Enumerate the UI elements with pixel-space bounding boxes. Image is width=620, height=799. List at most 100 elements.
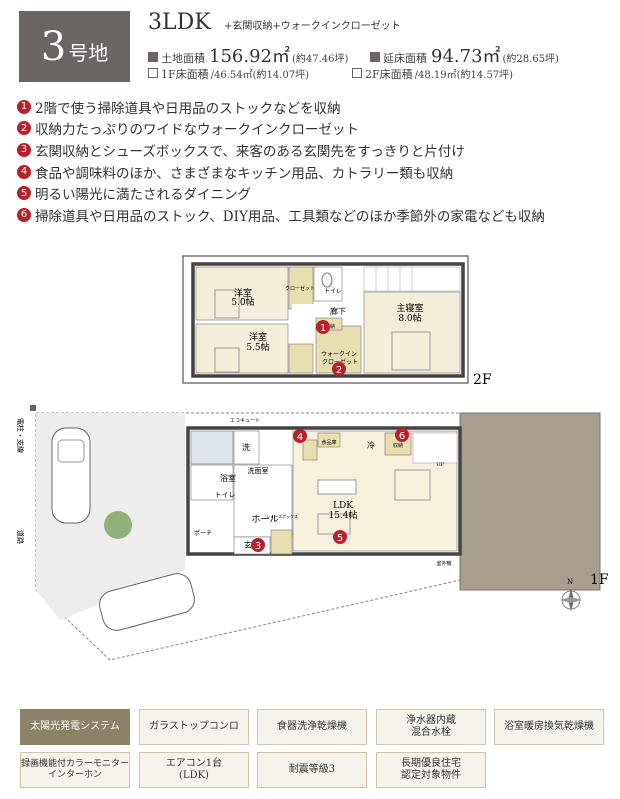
filled-square-icon bbox=[148, 52, 158, 62]
pole-icon bbox=[30, 405, 36, 411]
room-master-size: 8.0帖 bbox=[398, 312, 421, 324]
marker-5-icon bbox=[333, 530, 347, 544]
equipment-label: 耐震等級3 bbox=[288, 763, 336, 775]
equipment-label: 長期優良住宅 認定対象物件 bbox=[401, 757, 461, 782]
equipment-badge: 食器洗浄乾燥機 bbox=[257, 709, 367, 745]
marker-1-number: 1 bbox=[320, 323, 326, 334]
equipment-label: 録画機能付カラーモニター インターホン bbox=[21, 758, 130, 780]
layout-type: 3LDK bbox=[148, 10, 211, 35]
feature-item: 4 食品や調味料のほか、さまざまなキッチン用品、カトラリー類も収納 bbox=[17, 161, 607, 183]
ldk-size: 15.4帖 bbox=[328, 509, 357, 521]
wash-room-label: 洗面室 bbox=[248, 466, 269, 475]
pole-label: 電柱・支線 bbox=[16, 418, 25, 453]
equipment-badge: 浴室暖房換気乾燥機 bbox=[494, 709, 604, 745]
marker-2-icon bbox=[332, 362, 346, 376]
feature-item: 1 2階で使う掃除道具や日用品のストックなどを収納 bbox=[17, 96, 607, 118]
marker-6-icon bbox=[395, 428, 409, 442]
floor2-label: 2F床面積 bbox=[365, 68, 413, 81]
feature-item: 2 収納力たっぷりのワイドなウォークインクローゼット bbox=[17, 118, 607, 140]
lot-suffix: 号地 bbox=[68, 41, 109, 65]
floor-plan: 洋室 5.0帖 洋室 5.5帖 主寝室 8.0帖 廊下 トイレ クローゼット 収… bbox=[16, 255, 609, 661]
lot-number-badge: 3 号地 bbox=[19, 11, 130, 82]
floor1-value: /46.54㎡(約14.07坪) bbox=[210, 70, 310, 81]
land-area-row: 土地面積 156.92㎡ (約47.46坪) bbox=[148, 42, 348, 68]
marker-4-number: 4 bbox=[297, 432, 303, 443]
marker-4-icon bbox=[293, 429, 307, 443]
equipment-badge: 浄水器内蔵 混合水栓 bbox=[376, 709, 486, 745]
shoes-box-label: シューズボックス bbox=[266, 513, 298, 519]
marker-1-icon bbox=[316, 320, 330, 334]
hall-label: ホール bbox=[251, 514, 278, 525]
room-master-label: 主寝室 bbox=[396, 302, 423, 314]
feature-item: 6 掃除道具や日用品のストック、DIY用品、工具類などのほか季節外の家電なども収… bbox=[17, 204, 607, 226]
car-icon bbox=[99, 573, 195, 631]
north-label: N bbox=[567, 578, 573, 586]
marker-3-icon: 3 bbox=[17, 142, 31, 157]
room-western2-size: 5.5帖 bbox=[246, 341, 269, 353]
wic-label-line1: ウォークイン bbox=[321, 350, 357, 358]
feature-text: 明るい陽光に満たされるダイニング bbox=[35, 187, 251, 204]
feature-text: 食品や調味料のほか、さまざまなキッチン用品、カトラリー類も収納 bbox=[35, 165, 454, 182]
bath-label: 浴室 bbox=[220, 473, 236, 483]
floor1-label: 1F床面積 bbox=[161, 68, 209, 81]
car-icon bbox=[51, 427, 91, 524]
equipment-label: ガラストップコンロ bbox=[149, 720, 239, 732]
compass-icon bbox=[560, 589, 582, 611]
feature-item: 5 明るい陽光に満たされるダイニング bbox=[17, 182, 607, 204]
marker-6-icon: 6 bbox=[17, 207, 31, 222]
outdoor-unit-label: 室外機 bbox=[436, 560, 451, 567]
toilet-2f-label: トイレ bbox=[324, 288, 342, 295]
feature-text: 2階で使う掃除道具や日用品のストックなどを収納 bbox=[35, 100, 341, 117]
feature-text: 収納力たっぷりのワイドなウォークインクローゼット bbox=[35, 122, 359, 139]
layout-extra: +玄関収納+ウォークインクローゼット bbox=[224, 21, 401, 32]
feature-text: 玄関収納とシューズボックスで、来客のある玄関先をすっきりと片付け bbox=[35, 143, 465, 160]
floor-plan-2f: 洋室 5.0帖 洋室 5.5帖 主寝室 8.0帖 廊下 トイレ クローゼット 収… bbox=[182, 255, 469, 384]
ldk-label: LDK bbox=[333, 501, 353, 511]
empty-square-icon bbox=[352, 68, 362, 78]
floor-2f-label: 2F bbox=[473, 372, 492, 388]
floor2-area-row: 2F床面積 /48.19㎡(約14.57坪) bbox=[352, 66, 513, 82]
marker-5-icon: 5 bbox=[17, 186, 31, 201]
marker-5-number: 5 bbox=[337, 533, 343, 544]
floor1-area-row: 1F床面積 /46.54㎡(約14.07坪) bbox=[148, 66, 309, 82]
marker-3-icon bbox=[251, 538, 265, 552]
room-western2-label: 洋室 bbox=[249, 331, 267, 343]
feature-text: 掃除道具や日用品のストック、DIY用品、工具類などのほか季節外の家電なども収納 bbox=[35, 208, 545, 225]
empty-square-icon bbox=[148, 68, 158, 78]
floor-1f-label: 1F bbox=[590, 572, 609, 588]
storage-2f-label: 収納 bbox=[325, 323, 335, 330]
equipment-badge: 太陽光発電システム bbox=[20, 709, 130, 745]
floor-total-value: 94.73㎡ bbox=[431, 46, 501, 67]
porch-label: ポーチ bbox=[194, 529, 212, 537]
marker-2-icon: 2 bbox=[17, 121, 31, 136]
site-plan-1f: LDK 15.4帖 ホール 玄関 浴室 洗面室 洗 トイレ 冷 食品庫 収納 シ… bbox=[16, 405, 601, 661]
storage-1f-label: 収納 bbox=[393, 442, 403, 449]
equipment-label: 浴室暖房換気乾燥機 bbox=[504, 720, 594, 732]
floor2-value: /48.19㎡(約14.57坪) bbox=[414, 70, 514, 81]
equipment-label: 浄水器内蔵 混合水栓 bbox=[406, 714, 456, 739]
marker-2-number: 2 bbox=[336, 365, 342, 376]
wic-label: ウォークイン クローゼット bbox=[321, 350, 359, 366]
floor-total-row: 延床面積 94.73㎡ (約28.65坪) bbox=[370, 42, 559, 68]
marker-3-number: 3 bbox=[255, 541, 261, 552]
room-western1-size: 5.0帖 bbox=[231, 296, 254, 308]
equipment-badge: エアコン1台 (LDK) bbox=[139, 752, 249, 788]
equipment-label: 太陽光発電システム bbox=[30, 720, 120, 732]
filled-square-icon bbox=[370, 52, 380, 62]
land-area-value: 156.92㎡ bbox=[209, 46, 290, 67]
up-label: UP bbox=[436, 462, 444, 468]
room-western1-label: 洋室 bbox=[234, 287, 252, 299]
equipment-badge: ガラストップコンロ bbox=[139, 709, 249, 745]
marker-1-icon: 1 bbox=[17, 99, 31, 114]
marker-4-icon: 4 bbox=[17, 164, 31, 179]
lot-number: 3 bbox=[40, 23, 67, 70]
land-area-label: 土地面積 bbox=[161, 52, 205, 65]
hallway-label: 廊下 bbox=[330, 306, 346, 316]
road-label: 道路 bbox=[16, 530, 25, 544]
wash-short-label: 洗 bbox=[242, 442, 250, 452]
toilet-1f-label: トイレ bbox=[215, 491, 236, 499]
closet-2f-label: クローゼット bbox=[285, 285, 315, 292]
equipment-badge: 録画機能付カラーモニター インターホン bbox=[20, 752, 130, 788]
feature-item: 3 玄関収納とシューズボックスで、来客のある玄関先をすっきりと片付け bbox=[17, 139, 607, 161]
marker-6-number: 6 bbox=[399, 431, 405, 442]
